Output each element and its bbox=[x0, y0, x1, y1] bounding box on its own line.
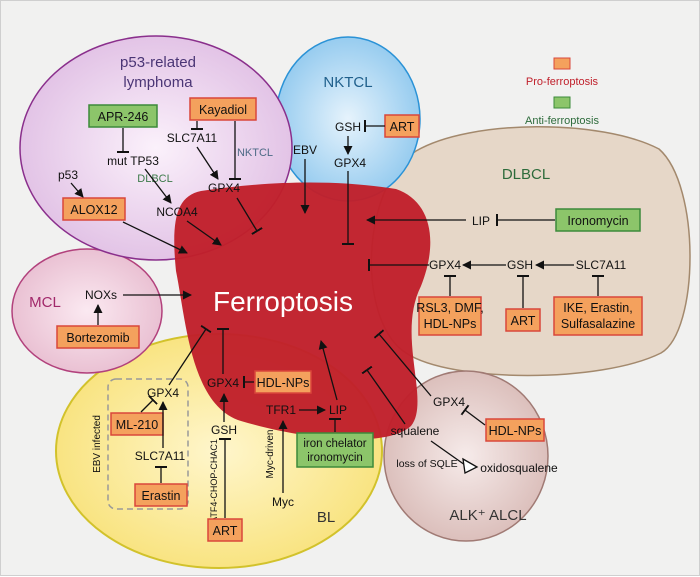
bl-lip: LIP bbox=[329, 403, 347, 417]
legend-anti-swatch bbox=[553, 96, 571, 109]
legend-pro-swatch bbox=[553, 57, 571, 70]
ike-box bbox=[553, 296, 643, 336]
mcl-region bbox=[11, 248, 163, 374]
dlbcl-region-title: DLBCL bbox=[502, 166, 550, 183]
gpx4-inhibits-ferroptosis-bl-left bbox=[168, 324, 212, 386]
dlbcl-art-box bbox=[505, 308, 541, 332]
alcl-hdl-box bbox=[485, 418, 545, 442]
dlbcl-gpx4: GPX4 bbox=[429, 258, 461, 272]
p53-slc7a11: SLC7A11 bbox=[167, 131, 218, 145]
bl-region-title: BL bbox=[317, 509, 335, 526]
slc7a11-to-gpx4 bbox=[196, 146, 219, 180]
ncoa4-label: NCOA4 bbox=[156, 205, 198, 219]
iron-chelator-box bbox=[296, 432, 374, 468]
apr246-box bbox=[88, 104, 158, 128]
squalene-inhibits-ferroptosis bbox=[361, 365, 406, 425]
squalene-to-oxidosqualene bbox=[430, 440, 466, 466]
bl-gpx4-mid: GPX4 bbox=[207, 376, 239, 390]
bl-hdl-box bbox=[254, 370, 312, 394]
bl-gpx4-left: GPX4 bbox=[147, 386, 179, 400]
mut-tp53-to-ncoa4 bbox=[144, 168, 172, 204]
mcl-noxs: NOXs bbox=[85, 288, 117, 302]
bl-slc7a11: SLC7A11 bbox=[135, 449, 186, 463]
alcl-region bbox=[383, 370, 549, 542]
ml210-label: ML-210 bbox=[116, 418, 158, 432]
nktcl-art-label: ART bbox=[390, 120, 415, 134]
gpx4-inhibits-ferroptosis-p53 bbox=[236, 197, 263, 235]
mut-tp53: mut TP53 bbox=[107, 154, 159, 168]
nktcl-gpx4: GPX4 bbox=[334, 156, 366, 170]
gpx4-inhibits-ferroptosis-alcl bbox=[373, 329, 432, 397]
ike-label-line2: Sulfasalazine bbox=[561, 317, 635, 331]
p53-to-alox12 bbox=[70, 182, 84, 198]
bl-gsh: GSH bbox=[211, 423, 237, 437]
iron-chelator-line1: iron chelator bbox=[303, 438, 366, 450]
bl-art-box bbox=[207, 518, 243, 542]
hdl-inhibits-gpx4-alcl bbox=[460, 404, 486, 426]
ironomycin-label: Ironomycin bbox=[567, 214, 628, 228]
dlbcl-tag: DLBCL bbox=[137, 173, 172, 185]
legend-anti-label: Anti-ferroptosis bbox=[525, 115, 599, 127]
alox12-box bbox=[62, 197, 126, 221]
alcl-region-title: ALK⁺ ALCL bbox=[449, 507, 526, 524]
squalene-label: squalene bbox=[391, 424, 440, 438]
nktcl-gsh: GSH bbox=[335, 120, 361, 134]
nktcl-region-title: NKTCL bbox=[323, 74, 372, 91]
sqle-block-triangle bbox=[462, 457, 479, 474]
lip-to-ferroptosis-bl bbox=[318, 340, 338, 401]
rsl3-box bbox=[418, 296, 482, 336]
loss-sqle-label: loss of SQLE bbox=[396, 458, 457, 470]
nktcl-tag: NKTCL bbox=[237, 147, 273, 159]
atf4-label: ATF4-CHOP-CHAC1 bbox=[209, 439, 219, 523]
dlbcl-gsh: GSH bbox=[507, 258, 533, 272]
iron-chelator-line2: ironomycin bbox=[307, 452, 363, 464]
legend-pro-label: Pro-ferroptosis bbox=[526, 76, 599, 88]
ncoa4-to-ferroptosis bbox=[186, 220, 222, 246]
myc-driven-label: Myc-driven bbox=[265, 430, 276, 479]
dlbcl-slc7a11: SLC7A11 bbox=[576, 258, 627, 272]
p53-gpx4: GPX4 bbox=[208, 181, 240, 195]
oxidosqualene-label: oxidosqualene bbox=[480, 461, 558, 475]
nktcl-ebv: EBV bbox=[293, 143, 317, 157]
bortezomib-box bbox=[56, 325, 140, 349]
dlbcl-lip: LIP bbox=[472, 214, 490, 228]
kayadiol-label: Kayadiol bbox=[199, 103, 247, 117]
ironomycin-box bbox=[555, 208, 641, 232]
mcl-region-title: MCL bbox=[29, 294, 61, 311]
ferroptosis-cell bbox=[174, 182, 431, 440]
alcl-gpx4: GPX4 bbox=[433, 395, 465, 409]
ike-label-line1: IKE, Erastin, bbox=[563, 301, 632, 315]
erastin-box bbox=[134, 483, 188, 507]
alox12-to-ferroptosis bbox=[122, 221, 188, 254]
p53-region-title-line2: lymphoma bbox=[123, 74, 193, 91]
apr246-label: APR-246 bbox=[98, 110, 149, 124]
alox12-label: ALOX12 bbox=[70, 203, 117, 217]
ferroptosis-label: Ferroptosis bbox=[213, 286, 353, 317]
myc-label: Myc bbox=[272, 495, 294, 509]
tfr1-label: TFR1 bbox=[266, 403, 296, 417]
ebv-infected-label: EBV infected bbox=[92, 415, 103, 473]
alcl-hdl-label: HDL-NPs bbox=[489, 424, 542, 438]
p53-label: p53 bbox=[58, 168, 78, 182]
dlbcl-art-label: ART bbox=[511, 314, 536, 328]
erastin-label: Erastin bbox=[142, 489, 181, 503]
ebv-infected-box bbox=[107, 378, 189, 510]
rsl3-label-line1: RSL3, DMF, bbox=[416, 301, 483, 315]
rsl3-label-line2: HDL-NPs bbox=[424, 317, 477, 331]
p53-region-title-line1: p53-related bbox=[120, 54, 196, 71]
bortezomib-label: Bortezomib bbox=[66, 331, 129, 345]
kayadiol-box bbox=[189, 97, 257, 121]
ml210-inhibits-gpx4 bbox=[140, 395, 158, 413]
bl-hdl-label: HDL-NPs bbox=[257, 376, 310, 390]
bl-art-label: ART bbox=[213, 524, 238, 538]
